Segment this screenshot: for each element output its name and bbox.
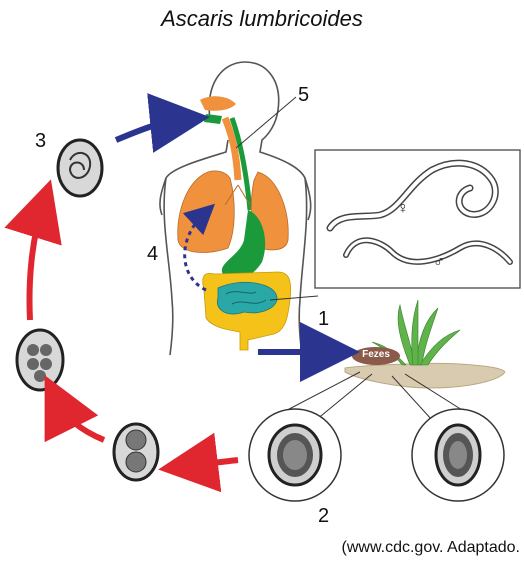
label-3: 3 (35, 130, 46, 153)
two-cell-egg (114, 424, 158, 480)
male-symbol: ♂ (433, 254, 445, 272)
multicell-egg (17, 330, 63, 390)
feces-label: Fezes (353, 349, 399, 360)
diagram-title: Ascaris lumbricoides (0, 6, 524, 32)
pointer-line-5 (236, 97, 296, 148)
label-1: 1 (318, 308, 329, 331)
source-credit: (www.cdc.gov. Adaptado. (342, 539, 520, 557)
label-2: 2 (318, 505, 329, 528)
label-4: 4 (147, 243, 158, 266)
larvated-egg (58, 140, 102, 196)
female-symbol: ♀ (397, 200, 409, 218)
soil (345, 363, 505, 388)
unembryonated-egg-right (412, 409, 504, 501)
unembryonated-egg-left (249, 409, 341, 501)
small-intestine (217, 282, 277, 314)
lungs (178, 171, 288, 253)
blue-arrow-to-mouth (116, 120, 180, 140)
label-5: 5 (298, 84, 309, 107)
